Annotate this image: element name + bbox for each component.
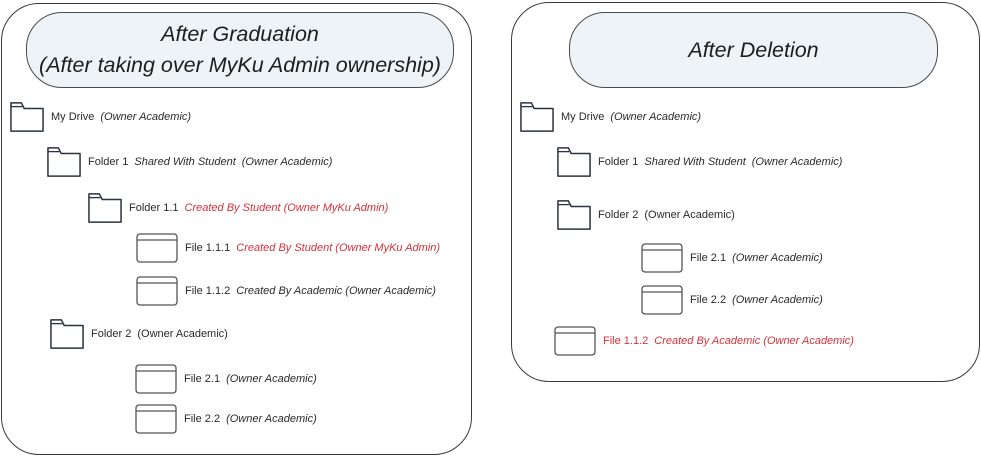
after-graduation-panel: After Graduation (After taking over MyKu… <box>1 3 472 455</box>
my-drive-row[interactable]: My Drive (Owner Academic) <box>10 100 191 134</box>
folder-icon <box>47 146 81 178</box>
file-2-1-row[interactable]: File 2.1 (Owner Academic) <box>135 362 317 396</box>
owner-note: (Owner Academic) <box>100 111 192 123</box>
item-name: File 1.1.1 <box>185 242 231 254</box>
file-icon <box>135 404 177 434</box>
folder-icon <box>88 192 122 224</box>
after-deletion-title: After Deletion <box>569 12 938 88</box>
folder-icon <box>50 318 84 350</box>
owner-note: (Owner Academic) <box>226 413 317 425</box>
owner-note: (Owner Academic) <box>610 111 702 123</box>
file-2-1-row[interactable]: File 2.1 (Owner Academic) <box>641 241 823 275</box>
title-line-2: (After taking over MyKu Admin ownership) <box>39 53 441 77</box>
file-2-2-row[interactable]: File 2.2 (Owner Academic) <box>641 283 823 317</box>
item-name: My Drive <box>561 111 605 123</box>
file-icon <box>641 285 683 315</box>
title-text: After Deletion <box>688 37 819 62</box>
after-graduation-title: After Graduation (After taking over MyKu… <box>26 12 454 88</box>
owner-note: (Owner Academic) <box>732 252 823 264</box>
my-drive-row[interactable]: My Drive (Owner Academic) <box>520 100 701 134</box>
item-name: My Drive <box>51 111 95 123</box>
file-icon <box>136 233 178 263</box>
file-icon <box>136 276 178 306</box>
item-name: Folder 1.1 <box>129 202 179 214</box>
item-name: File 1.1.2 <box>603 335 649 347</box>
owner-note: (Owner Academic) <box>751 156 843 168</box>
owner-note: (Owner Academic) <box>732 294 823 306</box>
shared-note: Shared With Student <box>644 156 746 168</box>
shared-note: Shared With Student <box>134 156 236 168</box>
folder-icon <box>557 146 591 178</box>
file-1-1-2-row[interactable]: File 1.1.2 Created By Academic (Owner Ac… <box>136 274 436 308</box>
folder-1-row[interactable]: Folder 1 Shared With Student (Owner Acad… <box>557 145 842 179</box>
folder-icon <box>10 101 44 133</box>
item-name: File 2.2 <box>184 413 221 425</box>
owner-note: (Owner Academic) <box>644 209 735 221</box>
item-name: Folder 2 <box>91 328 132 340</box>
created-note: Created By Academic (Owner Academic) <box>654 335 854 347</box>
item-name: File 1.1.2 <box>185 285 231 297</box>
after-deletion-panel: After Deletion My Drive (Owner Academic)… <box>511 2 980 382</box>
folder-1-1-row[interactable]: Folder 1.1 Created By Student (Owner MyK… <box>88 191 388 225</box>
item-name: File 2.2 <box>690 294 727 306</box>
file-1-1-1-row[interactable]: File 1.1.1 Created By Student (Owner MyK… <box>136 231 440 265</box>
folder-2-row[interactable]: Folder 2 (Owner Academic) <box>557 198 735 232</box>
folder-1-row[interactable]: Folder 1 Shared With Student (Owner Acad… <box>47 145 332 179</box>
folder-icon <box>557 199 591 231</box>
item-name: File 2.1 <box>184 373 221 385</box>
owner-note: (Owner Academic) <box>241 156 333 168</box>
owner-note: (Owner Academic) <box>137 328 228 340</box>
item-name: File 2.1 <box>690 252 727 264</box>
title-line-1: After Graduation <box>161 22 319 46</box>
file-1-1-2-row[interactable]: File 1.1.2 Created By Academic (Owner Ac… <box>554 324 854 358</box>
file-2-2-row[interactable]: File 2.2 (Owner Academic) <box>135 402 317 436</box>
created-note: Created By Academic (Owner Academic) <box>236 285 436 297</box>
item-name: Folder 2 <box>598 209 639 221</box>
created-note: Created By Student (Owner MyKu Admin) <box>236 242 441 254</box>
item-name: Folder 1 <box>598 156 639 168</box>
item-name: Folder 1 <box>88 156 129 168</box>
file-icon <box>641 243 683 273</box>
file-icon <box>135 364 177 394</box>
folder-2-row[interactable]: Folder 2 (Owner Academic) <box>50 317 228 351</box>
created-note: Created By Student (Owner MyKu Admin) <box>184 202 389 214</box>
owner-note: (Owner Academic) <box>226 373 317 385</box>
folder-icon <box>520 101 554 133</box>
file-icon <box>554 326 596 356</box>
